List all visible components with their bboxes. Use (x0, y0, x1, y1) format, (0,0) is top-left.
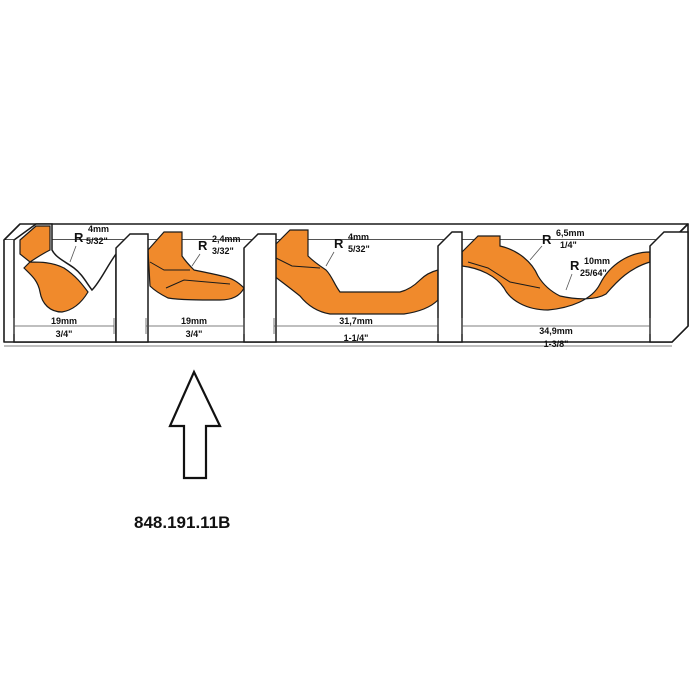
svg-text:R: R (542, 232, 552, 247)
svg-text:10mm: 10mm (584, 256, 610, 266)
svg-text:R: R (334, 236, 344, 251)
profile-1-cut (19, 225, 89, 313)
width-in-3: 1-1/4" (344, 333, 369, 343)
width-in-2: 3/4" (186, 329, 203, 339)
radius-label-2: R 2,4mm 3/32" (191, 234, 241, 267)
width-mm-4: 34,9mm (539, 326, 573, 336)
dividers (115, 231, 689, 343)
svg-text:6,5mm: 6,5mm (556, 228, 585, 238)
part-number: 848.191.11B (134, 513, 230, 532)
width-mm-2: 19mm (181, 316, 207, 326)
width-in-1: 3/4" (56, 329, 73, 339)
svg-text:1/4": 1/4" (560, 240, 577, 250)
profile-3-cut (273, 229, 439, 315)
radius-label-4a: R 6,5mm 1/4" (529, 228, 585, 261)
up-arrow-outline-icon (168, 369, 222, 480)
svg-text:2,4mm: 2,4mm (212, 234, 241, 244)
profile-1 (13, 223, 117, 343)
width-mm-3: 31,7mm (339, 316, 373, 326)
svg-text:5/32": 5/32" (348, 244, 370, 254)
width-in-4: 1-3/8" (544, 339, 569, 349)
svg-text:R: R (74, 230, 84, 245)
svg-text:R: R (198, 238, 208, 253)
svg-text:4mm: 4mm (348, 232, 369, 242)
width-mm-1: 19mm (51, 316, 77, 326)
svg-text:5/32": 5/32" (86, 236, 108, 246)
svg-text:R: R (570, 258, 580, 273)
radius-label-1: R 4mm 5/32" (69, 224, 109, 263)
radius-label-4b: R 10mm 25/64" (565, 256, 610, 291)
radius-label-3: R 4mm 5/32" (325, 232, 370, 267)
svg-text:3/32": 3/32" (212, 246, 234, 256)
profile-3 (273, 229, 439, 315)
svg-text:4mm: 4mm (88, 224, 109, 234)
dimension-lines (4, 318, 672, 347)
svg-text:25/64": 25/64" (580, 268, 607, 278)
